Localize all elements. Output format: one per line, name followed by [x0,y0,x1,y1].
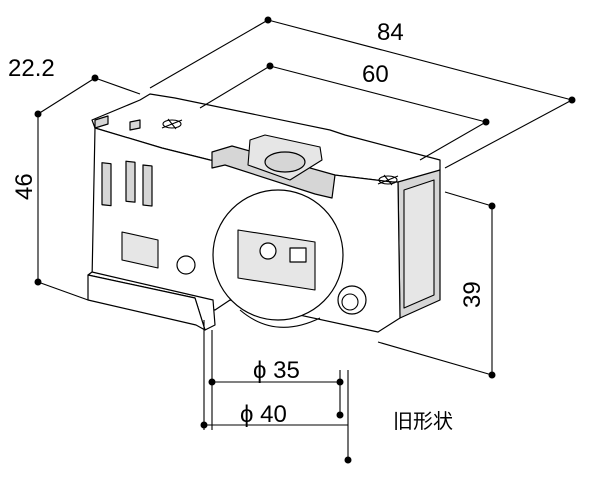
top-opening-wheel [264,151,306,173]
dim-overall-width: 84 [377,19,404,46]
axle-notch [289,247,307,263]
dim-depth: 22.2 [8,55,55,82]
dim-hole-pitch: 60 [362,61,389,88]
dim-diameter-small: ϕ 35 [253,357,300,384]
screw-mark-right-icon [377,174,399,186]
axle-hole [259,242,277,260]
front-hole-right [337,285,367,315]
axle-block [237,229,316,291]
front-slot-1 [101,162,112,207]
screw-mark-left-icon [161,118,183,130]
bracket-part [87,93,441,333]
front-hole-left [176,255,196,275]
front-hole-right-inner [341,293,359,311]
front-slot-3 [142,164,153,207]
caption-old-shape: 旧形状 [393,409,453,433]
front-slot-2 [125,160,136,203]
top-notch-mid [129,119,141,131]
top-notch-left [94,115,109,129]
dimension-lines [34,16,576,464]
dim-height: 46 [11,173,38,200]
right-side-inner [403,179,435,309]
bottom-tab-front [87,274,206,331]
roller-wheel-rim [239,309,321,328]
dim-diameter-large: ϕ 40 [240,401,287,428]
dim-inner-height: 39 [459,281,486,308]
front-window [121,231,159,269]
